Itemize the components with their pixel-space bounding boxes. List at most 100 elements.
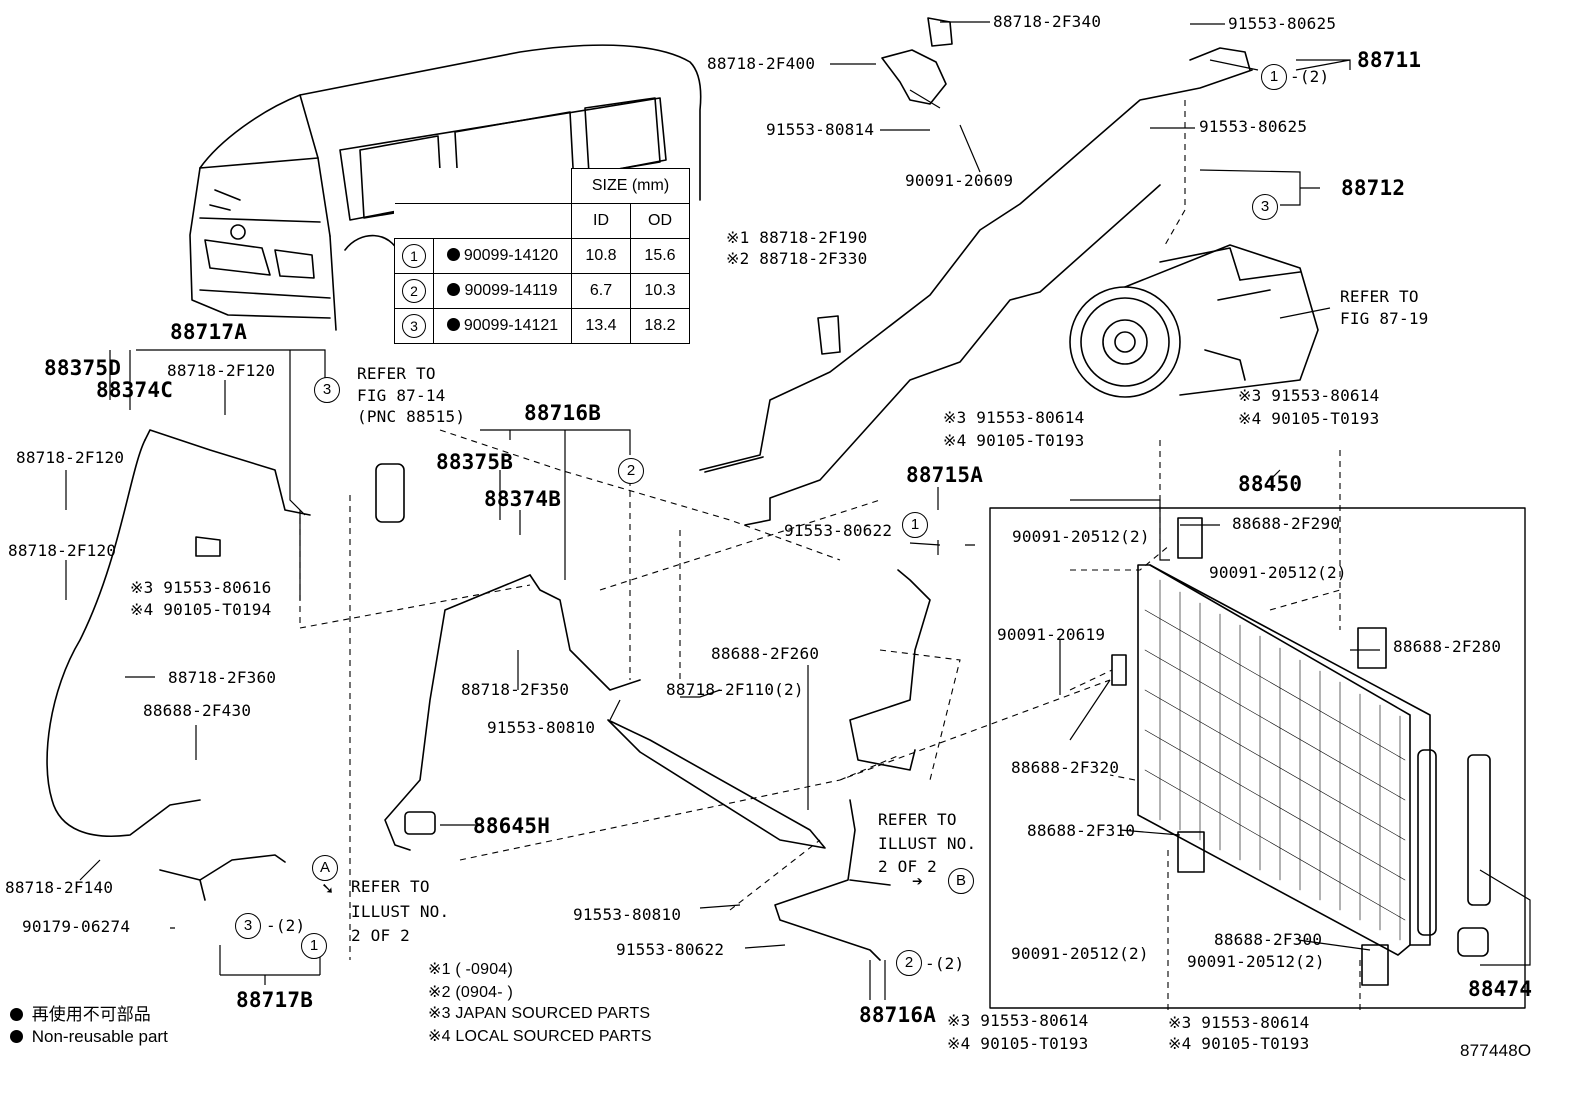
callout-qty: -(2)	[1290, 67, 1330, 86]
footnote: ※4 LOCAL SOURCED PARTS	[428, 1028, 652, 1045]
assembly-label[interactable]: 88715A	[906, 463, 984, 487]
arrow-icon: ➘	[322, 878, 334, 899]
part-label[interactable]: ※4 90105-T0193	[1238, 409, 1380, 428]
assembly-label[interactable]: 88474	[1468, 977, 1533, 1001]
discharge-line	[699, 69, 1253, 471]
part-label[interactable]: 88718-2F120	[8, 541, 117, 560]
assembly-label[interactable]: 88374C	[96, 378, 174, 402]
part-label[interactable]: 88688-2F280	[1393, 637, 1502, 656]
part-label[interactable]: 90091-20512(2)	[1209, 563, 1347, 582]
part-label[interactable]: ※4 90105-T0194	[130, 600, 272, 619]
part-label[interactable]: 88688-2F320	[1011, 758, 1120, 777]
part-label[interactable]: 90179-06274	[22, 917, 131, 936]
line-88716B	[529, 574, 641, 691]
legend-jp: 再使用不可部品	[10, 1000, 151, 1025]
part-label[interactable]: ※3 91553-80616	[130, 578, 272, 597]
assembly-label[interactable]: 88711	[1357, 48, 1422, 72]
assembly-label[interactable]: 88374B	[484, 487, 562, 511]
assembly-label[interactable]: 88645H	[473, 814, 551, 838]
part-label[interactable]: 88718-2F360	[168, 668, 277, 687]
condenser-group-box	[989, 507, 1526, 1009]
part-label[interactable]: ※3 91553-80614	[947, 1011, 1089, 1030]
part-label[interactable]: 88688-2F430	[143, 701, 252, 720]
size-table: SIZE (mm) ID OD 1 90099-14120 10.8 15.6 …	[394, 168, 690, 344]
compressor	[1069, 244, 1319, 398]
refer-to-label[interactable]: REFER TO	[1340, 287, 1419, 306]
size-od: 18.2	[630, 307, 690, 344]
part-label[interactable]: 90091-20609	[905, 171, 1014, 190]
callout-circle: 3	[314, 377, 340, 403]
part-label[interactable]: ※2 88718-2F330	[726, 249, 868, 268]
part-label[interactable]: 90091-20619	[997, 625, 1106, 644]
part-label[interactable]: ※3 91553-80614	[1238, 386, 1380, 405]
arrow-icon: ➔	[912, 871, 924, 892]
legend-jp-text: 再使用不可部品	[31, 1005, 151, 1024]
part-label[interactable]: 88718-2F120	[167, 361, 276, 380]
refer-to-label[interactable]: (PNC 88515)	[357, 407, 466, 426]
part-label[interactable]: 91553-80810	[487, 718, 596, 737]
size-od: 15.6	[630, 237, 690, 274]
part-label[interactable]: 88718-2F110(2)	[666, 680, 804, 699]
callout-circle: 1	[902, 512, 928, 538]
assembly-label[interactable]: 88716A	[859, 1003, 937, 1027]
part-label[interactable]: 88718-2F140	[5, 878, 114, 897]
part-label[interactable]: 90091-20512(2)	[1187, 952, 1325, 971]
callout-qty: -(2)	[925, 954, 965, 973]
part-label[interactable]: 88688-2F290	[1232, 514, 1341, 533]
refer-to-label[interactable]: ILLUST NO.	[351, 902, 450, 921]
illustration-number: 877448O	[1460, 1041, 1532, 1060]
part-label[interactable]: 88688-2F260	[711, 644, 820, 663]
callout-circle: 3	[1252, 194, 1278, 220]
part-label[interactable]: ※1 88718-2F190	[726, 228, 868, 247]
part-label[interactable]: 91553-80622	[784, 521, 893, 540]
assembly-label[interactable]: 88717B	[236, 988, 314, 1012]
part-label[interactable]: ※4 90105-T0193	[1168, 1034, 1310, 1053]
refer-to-label[interactable]: FIG 87-19	[1340, 309, 1429, 328]
size-table-row: 1 90099-14120 10.8 15.6	[394, 237, 690, 274]
part-label[interactable]: 91553-80622	[616, 940, 725, 959]
refer-to-label[interactable]: REFER TO	[351, 877, 430, 896]
part-label[interactable]: 90091-20512(2)	[1012, 527, 1150, 546]
legend-en: Non-reusable part	[10, 1027, 168, 1047]
footnote: ※2 (0904- )	[428, 984, 513, 1001]
part-label[interactable]: 88718-2F340	[993, 12, 1102, 31]
assembly-label[interactable]: 88450	[1238, 472, 1303, 496]
part-number: 90099-14120	[463, 246, 559, 264]
part-label[interactable]: 91553-80810	[573, 905, 682, 924]
assembly-label[interactable]: 88716B	[524, 401, 602, 425]
non-reusable-dot-icon	[447, 282, 461, 296]
refer-to-label[interactable]: FIG 87-14	[357, 386, 446, 405]
part-label[interactable]: ※4 90105-T0193	[947, 1034, 1089, 1053]
part-label[interactable]: ※3 91553-80614	[943, 408, 1085, 427]
marker-b[interactable]: B	[948, 868, 974, 894]
part-label[interactable]: ※3 91553-80614	[1168, 1013, 1310, 1032]
part-label[interactable]: 90091-20512(2)	[1011, 944, 1149, 963]
non-reusable-dot-icon	[446, 247, 460, 261]
part-label[interactable]: 88718-2F120	[16, 448, 125, 467]
part-label[interactable]: ※4 90105-T0193	[943, 431, 1085, 450]
ref-circle: 3	[402, 313, 426, 338]
part-label[interactable]: 91553-80625	[1228, 14, 1337, 33]
callout-circle: 1	[301, 933, 327, 959]
part-label[interactable]: 88688-2F300	[1214, 930, 1323, 949]
refer-to-label[interactable]: 2 OF 2	[351, 926, 410, 945]
part-label[interactable]: 88688-2F310	[1027, 821, 1136, 840]
refer-to-label[interactable]: REFER TO	[357, 364, 436, 383]
assembly-label[interactable]: 88712	[1341, 176, 1406, 200]
part-label[interactable]: 88718-2F350	[461, 680, 570, 699]
refer-to-label[interactable]: REFER TO	[878, 810, 957, 829]
size-table-col-id: ID	[571, 202, 631, 239]
assembly-label[interactable]: 88375B	[436, 450, 514, 474]
refer-to-label[interactable]: 2 OF 2	[878, 857, 937, 876]
part-number: 90099-14119	[464, 281, 558, 299]
marker-a[interactable]: A	[312, 855, 338, 881]
assembly-label[interactable]: 88717A	[170, 320, 248, 344]
part-label[interactable]: 88718-2F400	[707, 54, 816, 73]
part-label[interactable]: 91553-80625	[1199, 117, 1308, 136]
part-number: 90099-14121	[463, 316, 559, 334]
size-id: 10.8	[571, 237, 631, 274]
assembly-label[interactable]: 88375D	[44, 356, 122, 380]
part-label[interactable]: 91553-80814	[766, 120, 875, 139]
refer-to-label[interactable]: ILLUST NO.	[878, 834, 977, 853]
